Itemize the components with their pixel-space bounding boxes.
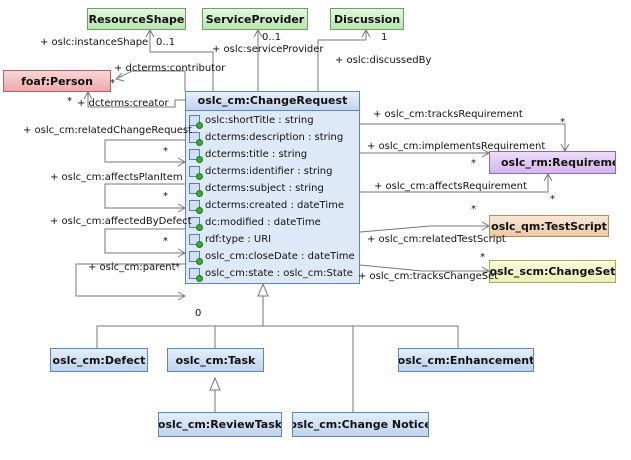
person-class[interactable]: foaf:Person — [3, 70, 111, 92]
service-provider-multiplicity: 0..1 — [262, 32, 282, 43]
change-request-attribute[interactable]: dcterms:description : string — [189, 130, 344, 146]
affects-requirement-label: + oslc_cm:affectsRequirement — [374, 181, 527, 192]
affects-requirement-arrowhead — [543, 172, 553, 182]
change-request-attribute[interactable]: oslc_cm:closeDate : dateTime — [189, 250, 355, 266]
change-request-attribute[interactable]: dcterms:title : string — [189, 147, 308, 163]
related-test-script-connector — [359, 225, 489, 233]
attribute-text: dc:modified : dateTime — [205, 217, 321, 229]
implements-requirement-label: + oslc_cm:implementsRequirement — [367, 141, 546, 152]
task-class[interactable]: oslc_cm:Task — [167, 348, 264, 372]
change-request-attribute[interactable]: dc:modified : dateTime — [189, 216, 321, 232]
discussed-by-multiplicity: 1 — [381, 32, 388, 43]
attribute-text: rdf:type : URI — [205, 234, 272, 246]
tracks-change-set-connector — [359, 264, 489, 272]
related-test-script-label: + oslc_cm:relatedTestScript — [367, 234, 506, 245]
attribute-icon — [189, 200, 203, 214]
instance-shape-label: + oslc:instanceShape — [40, 37, 149, 48]
change-request-title: oslc_cm:ChangeRequest — [186, 92, 359, 111]
creator-arrowhead — [83, 90, 93, 100]
attribute-text: dcterms:description : string — [205, 131, 344, 143]
attribute-icon — [189, 165, 203, 180]
tracks-change-set-label: + oslc_cm:tracksChangeSet — [358, 271, 499, 282]
review-task-class[interactable]: oslc_cm:ReviewTask — [158, 412, 282, 437]
generalization-branch — [96, 325, 459, 348]
creator-multiplicity: * — [67, 96, 72, 107]
test-script-class[interactable]: oslc_qm:TestScript — [489, 215, 609, 237]
contributor-connector — [117, 70, 186, 91]
instance-shape-arrowhead — [145, 28, 155, 38]
affects-plan-item-multiplicity: * — [163, 191, 168, 202]
generalization-arrowhead — [257, 282, 269, 297]
service-provider-arrowhead — [253, 28, 263, 38]
parent-label: + oslc_cm:parent — [88, 262, 176, 273]
requirement-class[interactable]: oslc_rm:Requirement — [489, 151, 616, 174]
affects-plan-item-label: + oslc_cm:affectsPlanItem — [50, 172, 183, 183]
parent-loop — [75, 263, 185, 297]
instance-shape-multiplicity: 0..1 — [156, 37, 176, 48]
change-request-attribute[interactable]: dcterms:created : dateTime — [189, 199, 345, 214]
resource-shape-class[interactable]: ResourceShape — [87, 8, 186, 30]
discussed-by-arrowhead — [361, 28, 371, 38]
attribute-icon — [189, 268, 203, 283]
attribute-icon — [189, 182, 203, 197]
attribute-icon — [189, 131, 203, 146]
contributor-label: + dcterms:contributor — [114, 63, 226, 74]
related-change-request-multiplicity: * — [163, 146, 168, 157]
affects-plan-item-loop — [104, 183, 185, 209]
discussion-class[interactable]: Discussion — [330, 8, 404, 30]
attribute-text: dcterms:title : string — [205, 148, 308, 160]
related-change-request-loop — [104, 139, 185, 163]
attribute-icon — [189, 234, 203, 249]
attribute-text: dcterms:created : dateTime — [205, 200, 345, 211]
parent-arrowhead — [177, 291, 187, 301]
change-set-class[interactable]: oslc_scm:ChangeSet — [489, 260, 616, 283]
implements-requirement-multiplicity: * — [471, 158, 476, 169]
discussed-by-label: + oslc:discussedBy — [335, 55, 432, 66]
affects-requirement-multiplicity: * — [550, 194, 555, 205]
attribute-icon — [189, 148, 203, 163]
related-change-request-label: + oslc_cm:relatedChangeRequest — [23, 125, 193, 136]
generalization-multiplicity: 0 — [195, 308, 202, 319]
tracks-requirement-label: + oslc_cm:tracksRequirement — [373, 109, 523, 120]
instance-shape-connector — [149, 30, 214, 91]
attribute-text: dcterms:subject : string — [205, 182, 324, 194]
attribute-text: oslc:shortTitle : string — [205, 114, 314, 126]
discussed-by-connector — [317, 30, 367, 91]
change-request-attribute[interactable]: dcterms:subject : string — [189, 181, 324, 197]
attribute-icon — [189, 217, 203, 232]
related-test-script-multiplicity: * — [471, 204, 476, 215]
change-request-attribute[interactable]: oslc_cm:state : oslc_cm:State — [189, 267, 353, 283]
change-request-attribute[interactable]: oslc:shortTitle : string — [189, 113, 314, 129]
affected-by-defect-label: + oslc_cm:affectedByDefect — [50, 216, 192, 227]
creator-connector — [87, 92, 185, 108]
change-notice-class[interactable]: oslc_cm:Change Notice — [292, 412, 429, 437]
service-provider-class[interactable]: ServiceProvider — [202, 8, 308, 30]
change-request-class[interactable]: oslc_cm:ChangeRequest oslc:shortTitle : … — [185, 91, 360, 284]
attribute-icon — [189, 114, 203, 129]
affects-requirement-connector — [360, 174, 549, 193]
service-provider-label: + oslc:serviceProvider — [212, 44, 324, 55]
parent-multiplicity: * — [175, 262, 180, 273]
attribute-text: oslc_cm:state : oslc_cm:State — [205, 268, 353, 280]
attribute-icon — [189, 251, 203, 266]
defect-class[interactable]: oslc_cm:Defect — [50, 348, 148, 372]
attribute-text: dcterms:identifier : string — [205, 165, 333, 177]
creator-label: + dcterms:creator — [77, 98, 169, 109]
tracks-requirement-multiplicity: * — [560, 117, 565, 128]
attribute-text: oslc_cm:closeDate : dateTime — [205, 251, 355, 263]
tracks-change-set-multiplicity: * — [480, 252, 485, 263]
enhancement-class[interactable]: oslc_cm:Enhancement — [398, 348, 534, 372]
task-generalization-arrowhead — [209, 376, 221, 391]
tracks-requirement-connector — [360, 123, 566, 151]
contributor-multiplicity: * — [110, 78, 115, 89]
change-request-attribute[interactable]: rdf:type : URI — [189, 233, 272, 249]
contributor-arrowhead — [115, 72, 125, 82]
affected-by-defect-multiplicity: * — [163, 236, 168, 247]
change-request-attribute[interactable]: dcterms:identifier : string — [189, 164, 333, 180]
affected-by-defect-loop — [104, 228, 185, 254]
